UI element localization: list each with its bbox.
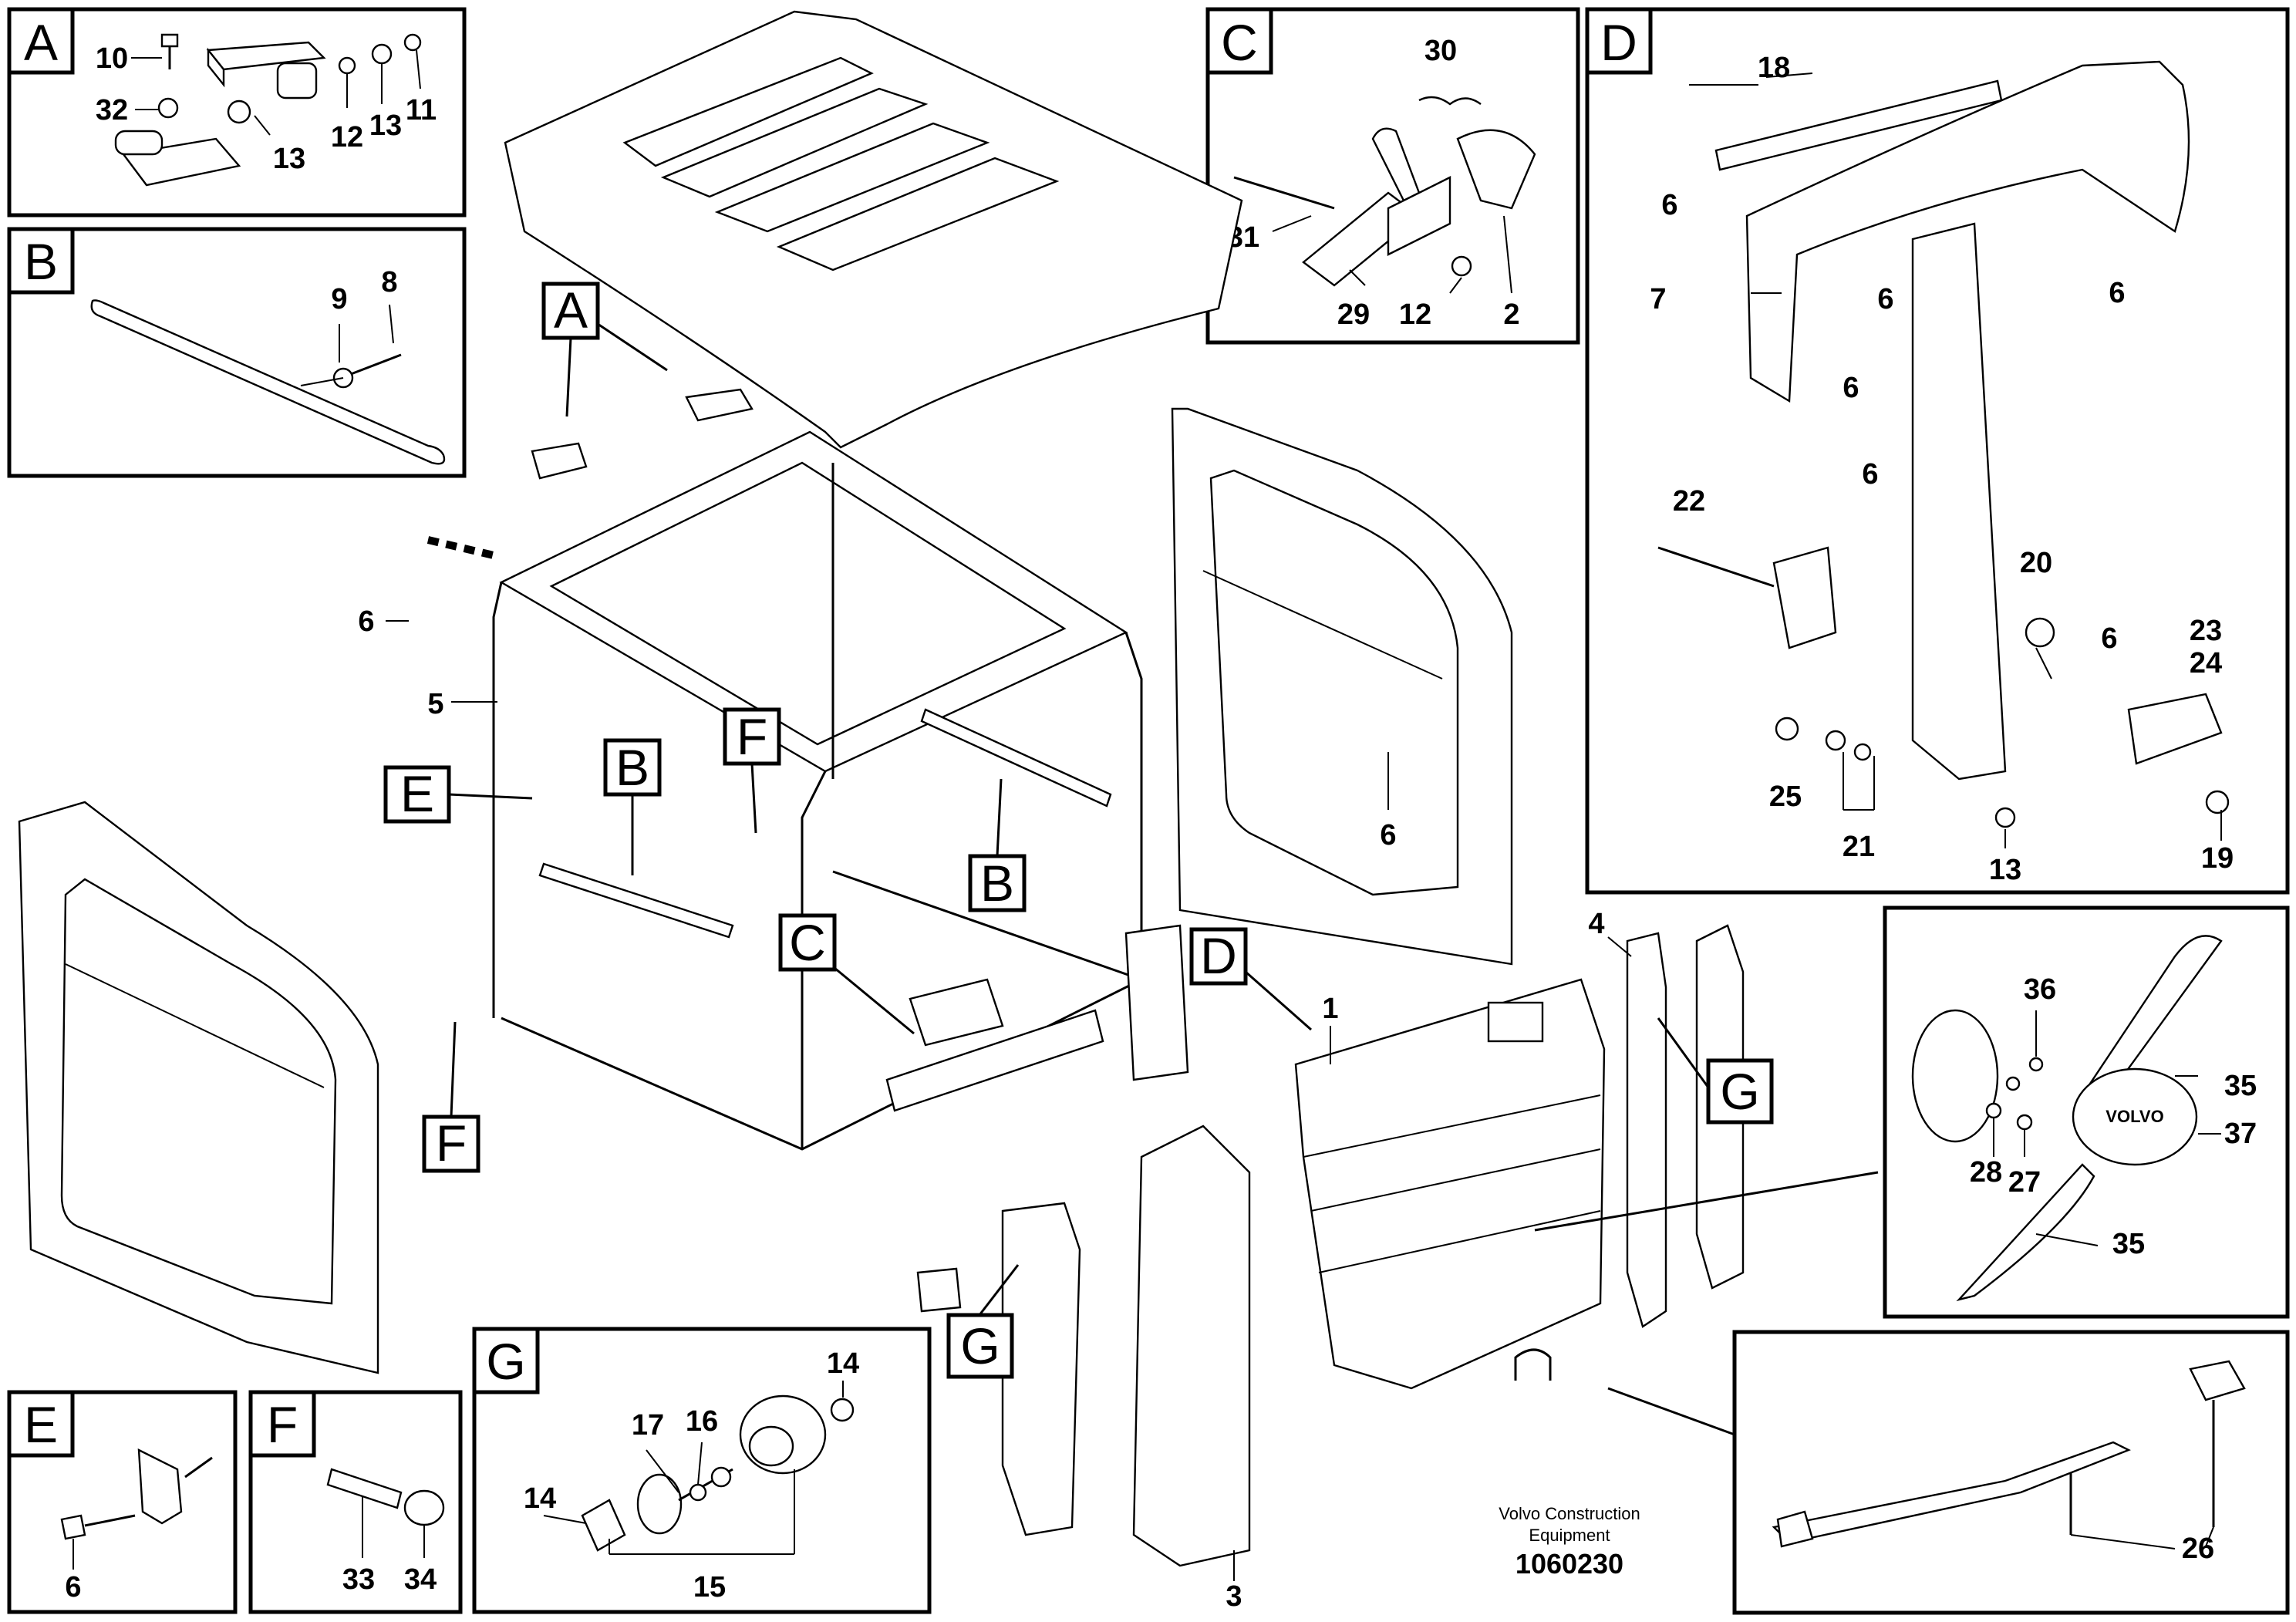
u-bolt (1514, 1348, 1552, 1381)
callout-13: 13 (273, 143, 305, 175)
callout-37: 37 (2224, 1118, 2257, 1150)
callout-13b: 13 (369, 110, 402, 142)
stay-right (920, 708, 1112, 808)
detail-panel-a: A 10 32 13 12 13 11 (7, 7, 467, 218)
callout-6d5: 6 (1862, 458, 1878, 491)
left-door (18, 801, 379, 1374)
detail-panel-g: G 14 17 16 14 15 (472, 1327, 932, 1614)
callout-15: 15 (693, 1571, 726, 1603)
bracket-g (916, 1267, 962, 1313)
callout-6d6: 6 (2101, 622, 2117, 655)
callout-35b: 35 (2112, 1228, 2145, 1260)
callout-8: 8 (381, 266, 397, 298)
callout-17: 17 (632, 1409, 664, 1442)
main-callout-6b: 6 (1380, 819, 1396, 851)
panel-a-letter: A (24, 14, 58, 71)
main-callout-3: 3 (1226, 1580, 1242, 1613)
main-callout-g2: G (1720, 1063, 1759, 1120)
detail-panel-b: B 9 8 (7, 227, 467, 478)
callout-19: 19 (2201, 842, 2234, 875)
main-callout-c: C (789, 914, 826, 971)
panel-e-letter: E (24, 1396, 58, 1453)
main-callout-b2: B (980, 855, 1014, 912)
callout-35a: 35 (2224, 1070, 2257, 1102)
panel-c-letter: C (1221, 14, 1258, 71)
rear-post-left (1001, 1202, 1081, 1536)
detail-panel-e: E 6 (7, 1390, 238, 1614)
side-post-4 (1626, 932, 1667, 1328)
main-callout-1: 1 (1322, 993, 1338, 1025)
callout-23: 23 (2190, 615, 2222, 647)
caption-doc-number: 1060230 (1515, 1548, 1623, 1580)
callout-32: 32 (96, 94, 128, 126)
callout-28: 28 (1970, 1156, 2002, 1189)
main-callouts: A B B C D E F F G G (358, 282, 1879, 1613)
callout-12c: 12 (1399, 298, 1431, 331)
callout-27: 27 (2008, 1166, 2041, 1199)
right-door (1171, 407, 1513, 966)
main-callout-6a: 6 (358, 605, 374, 638)
callout-11: 11 (406, 94, 437, 126)
detail-panel-d: D 18 6 7 6 6 6 22 6 20 6 23 24 25 21 (1585, 7, 2290, 895)
bolt-22-shaft (1657, 546, 1775, 588)
caption-company-line2: Equipment (1529, 1526, 1610, 1545)
detail-panel-bracket: 26 (1732, 1330, 2290, 1615)
hatch-link-6 (426, 536, 495, 559)
callout-6d3: 6 (1843, 372, 1859, 404)
callout-22: 22 (1673, 485, 1705, 518)
callout-30: 30 (1424, 35, 1457, 67)
callout-13d: 13 (1989, 854, 2021, 886)
callout-7: 7 (1650, 283, 1666, 315)
callout-10: 10 (96, 42, 128, 75)
hinge-right (685, 388, 754, 422)
callout-26: 26 (2182, 1533, 2214, 1565)
callout-6d2: 6 (1877, 283, 1893, 315)
detail-panel-logo: VOLVO 36 35 37 28 27 35 (1883, 905, 2290, 1319)
callout-6d1: 6 (1661, 189, 1677, 221)
roof-panel (504, 10, 1243, 449)
callout-2: 2 (1503, 298, 1519, 331)
callout-20: 20 (2020, 547, 2052, 579)
rear-post-3 (1132, 1125, 1251, 1567)
rear-panel (1294, 978, 1606, 1390)
main-callout-f1: F (737, 708, 767, 765)
callout-9: 9 (331, 283, 347, 315)
main-callout-e: E (400, 765, 434, 822)
callout-18: 18 (1758, 52, 1790, 84)
callout-6d4: 6 (2109, 277, 2125, 309)
main-callout-f2: F (436, 1114, 467, 1172)
panel-b-letter: B (24, 233, 58, 290)
caption-company-line1: Volvo Construction (1499, 1504, 1640, 1523)
callout-24: 24 (2190, 647, 2222, 679)
stay-left (538, 862, 734, 939)
caption-block: Volvo Construction Equipment 1060230 (1499, 1504, 1640, 1580)
cab-frame (492, 430, 1189, 1151)
main-callout-4: 4 (1588, 908, 1604, 940)
detail-panel-c: C 30 31 29 12 2 (1205, 7, 1580, 345)
detail-panel-f: F 33 34 (248, 1390, 463, 1614)
callout-36: 36 (2024, 973, 2056, 1006)
callout-21: 21 (1843, 831, 1875, 863)
main-callout-b1: B (615, 739, 649, 796)
callout-16: 16 (686, 1405, 718, 1438)
main-callout-d: D (1200, 927, 1237, 984)
panel-f-letter: F (267, 1396, 298, 1453)
callout-29: 29 (1337, 298, 1370, 331)
hinge-left (531, 442, 588, 480)
main-callout-a: A (554, 282, 588, 339)
callout-14a: 14 (827, 1347, 859, 1380)
main-callout-g1: G (960, 1317, 1000, 1374)
callout-6e: 6 (65, 1571, 81, 1603)
panel-d-letter: D (1600, 14, 1637, 71)
callout-14b: 14 (524, 1482, 556, 1515)
callout-12: 12 (331, 121, 363, 153)
main-callout-5: 5 (427, 688, 443, 720)
callout-33: 33 (342, 1563, 375, 1596)
panel-g-letter: G (486, 1333, 525, 1390)
volvo-logo-text: VOLVO (2106, 1107, 2163, 1126)
callout-25: 25 (1769, 781, 1802, 813)
callout-34: 34 (404, 1563, 437, 1596)
